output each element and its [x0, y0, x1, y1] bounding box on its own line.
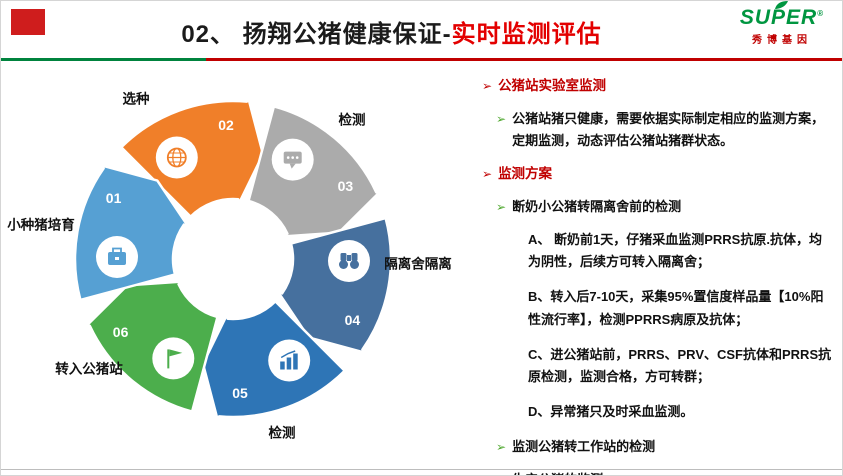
panel-item-text: 公猪站实验室监测: [498, 78, 607, 93]
panel-item-text: C、进公猪站前，PRRS、PRV、CSF抗体和PRRS抗原检测，监测合格，方可转…: [528, 346, 832, 384]
panel-item: D、异常猪只及时采血监测。: [482, 401, 834, 423]
panel-item: B、转入后7-10天，采集95%置信度样品量【10%阳性流行率】，检测PPRRS…: [482, 286, 834, 330]
footer-divider: [1, 469, 842, 470]
cycle-label: 选种: [123, 91, 150, 107]
flag-icon: [167, 349, 183, 369]
cycle-step-number: 06: [113, 324, 129, 340]
panel-item: ➢ 断奶小公猪转隔离舍前的检测: [482, 196, 834, 218]
brand-logo: SUPER® 秀博基因: [734, 1, 830, 47]
cycle-step-number: 04: [345, 312, 361, 328]
panel-item: A、 断奶前1天，仔猪采血监测PRRS抗原.抗体，均为阴性，后续方可转入隔离舍；: [482, 229, 834, 273]
cycle-label: 转入公猪站: [55, 361, 123, 377]
header: 02、 扬翔公猪健康保证-实时监测评估 SUPER® 秀博基因: [1, 1, 842, 58]
panel-item-text: 监测公猪转工作站的检测: [512, 438, 656, 454]
panel-item: ➢ 公猪站猪只健康，需要依据实际制定相应的监测方案，定期监测，动态评估公猪站猪群状…: [482, 108, 834, 152]
page-title-black: 02、 扬翔公猪健康保证-: [181, 21, 452, 48]
brand-logo-subtext: 秀博基因: [752, 35, 812, 47]
arrow-bullet-icon: ➢: [496, 469, 506, 475]
cycle-step-number: 02: [218, 117, 234, 133]
cycle-label: 小种猪培育: [7, 217, 75, 233]
panel-item: ➢ 监测方案: [482, 163, 834, 186]
monitor-panel: ➢ 公猪站实验室监测 ➢ 公猪站猪只健康，需要依据实际制定相应的监测方案，定期监测，动…: [482, 75, 834, 475]
section-marker: [11, 9, 45, 35]
page-title: 02、 扬翔公猪健康保证-实时监测评估: [61, 14, 722, 49]
panel-item-text: 断奶小公猪转隔离舍前的检测: [512, 199, 682, 215]
leaf-icon: [774, 1, 788, 9]
panel-item: ➢ 公猪站实验室监测: [482, 75, 834, 98]
cycle-label: 检测: [269, 425, 296, 441]
arrow-bullet-icon: ➢: [496, 200, 507, 215]
arrow-bullet-icon: ➢: [482, 167, 493, 182]
panel-item-text: B、转入后7-10天，采集95%置信度样品量【10%阳性流行率】，检测PPRRS…: [528, 289, 824, 327]
cycle-arrow-06: [82, 280, 219, 413]
trademark-icon: ®: [817, 9, 825, 18]
briefcase-icon: [108, 247, 126, 265]
chart-icon: [280, 350, 298, 370]
cycle-step-number: 03: [338, 178, 354, 194]
panel-item-text: 公猪站猪只健康，需要依据实际制定相应的监测方案，定期监测，动态评估公猪站猪群状态…: [512, 110, 825, 149]
cycle-label: 隔离舍隔离: [384, 256, 452, 272]
panel-item: ➢ 监测公猪转工作站的检测: [482, 436, 834, 458]
chat-icon: [283, 151, 302, 169]
arrow-bullet-icon: ➢: [496, 111, 507, 126]
panel-item-text: A、 断奶前1天，仔猪采血监测PRRS抗原.抗体，均为阴性，后续方可转入隔离舍；: [528, 232, 822, 270]
cycle-label: 检测: [339, 112, 366, 128]
arrow-bullet-icon: ➢: [482, 79, 493, 93]
cycle-arrow-03: [247, 105, 384, 238]
panel-item: ➢ 生产公猪的监测: [482, 469, 834, 475]
panel-item: C、进公猪站前，PRRS、PRV、CSF抗体和PRRS抗原检测，监测合格，方可转…: [482, 344, 834, 388]
panel-item-text: 生产公猪的监测: [512, 469, 603, 475]
panel-item-text: D、异常猪只及时采血监测。: [528, 403, 694, 419]
header-divider-green: [1, 58, 206, 61]
cycle-icon-circle: [152, 337, 195, 380]
globe-icon: [166, 147, 187, 168]
binoculars-icon: [339, 253, 359, 269]
header-divider: [1, 58, 842, 61]
brand-logo-text: SUPER®: [740, 1, 825, 29]
cycle-step-number: 01: [106, 190, 122, 206]
cycle-step-number: 05: [232, 385, 248, 401]
page-title-red: 实时监测评估: [451, 21, 602, 48]
panel-item-text: 监测方案: [498, 166, 553, 182]
arrow-bullet-icon: ➢: [496, 439, 507, 454]
